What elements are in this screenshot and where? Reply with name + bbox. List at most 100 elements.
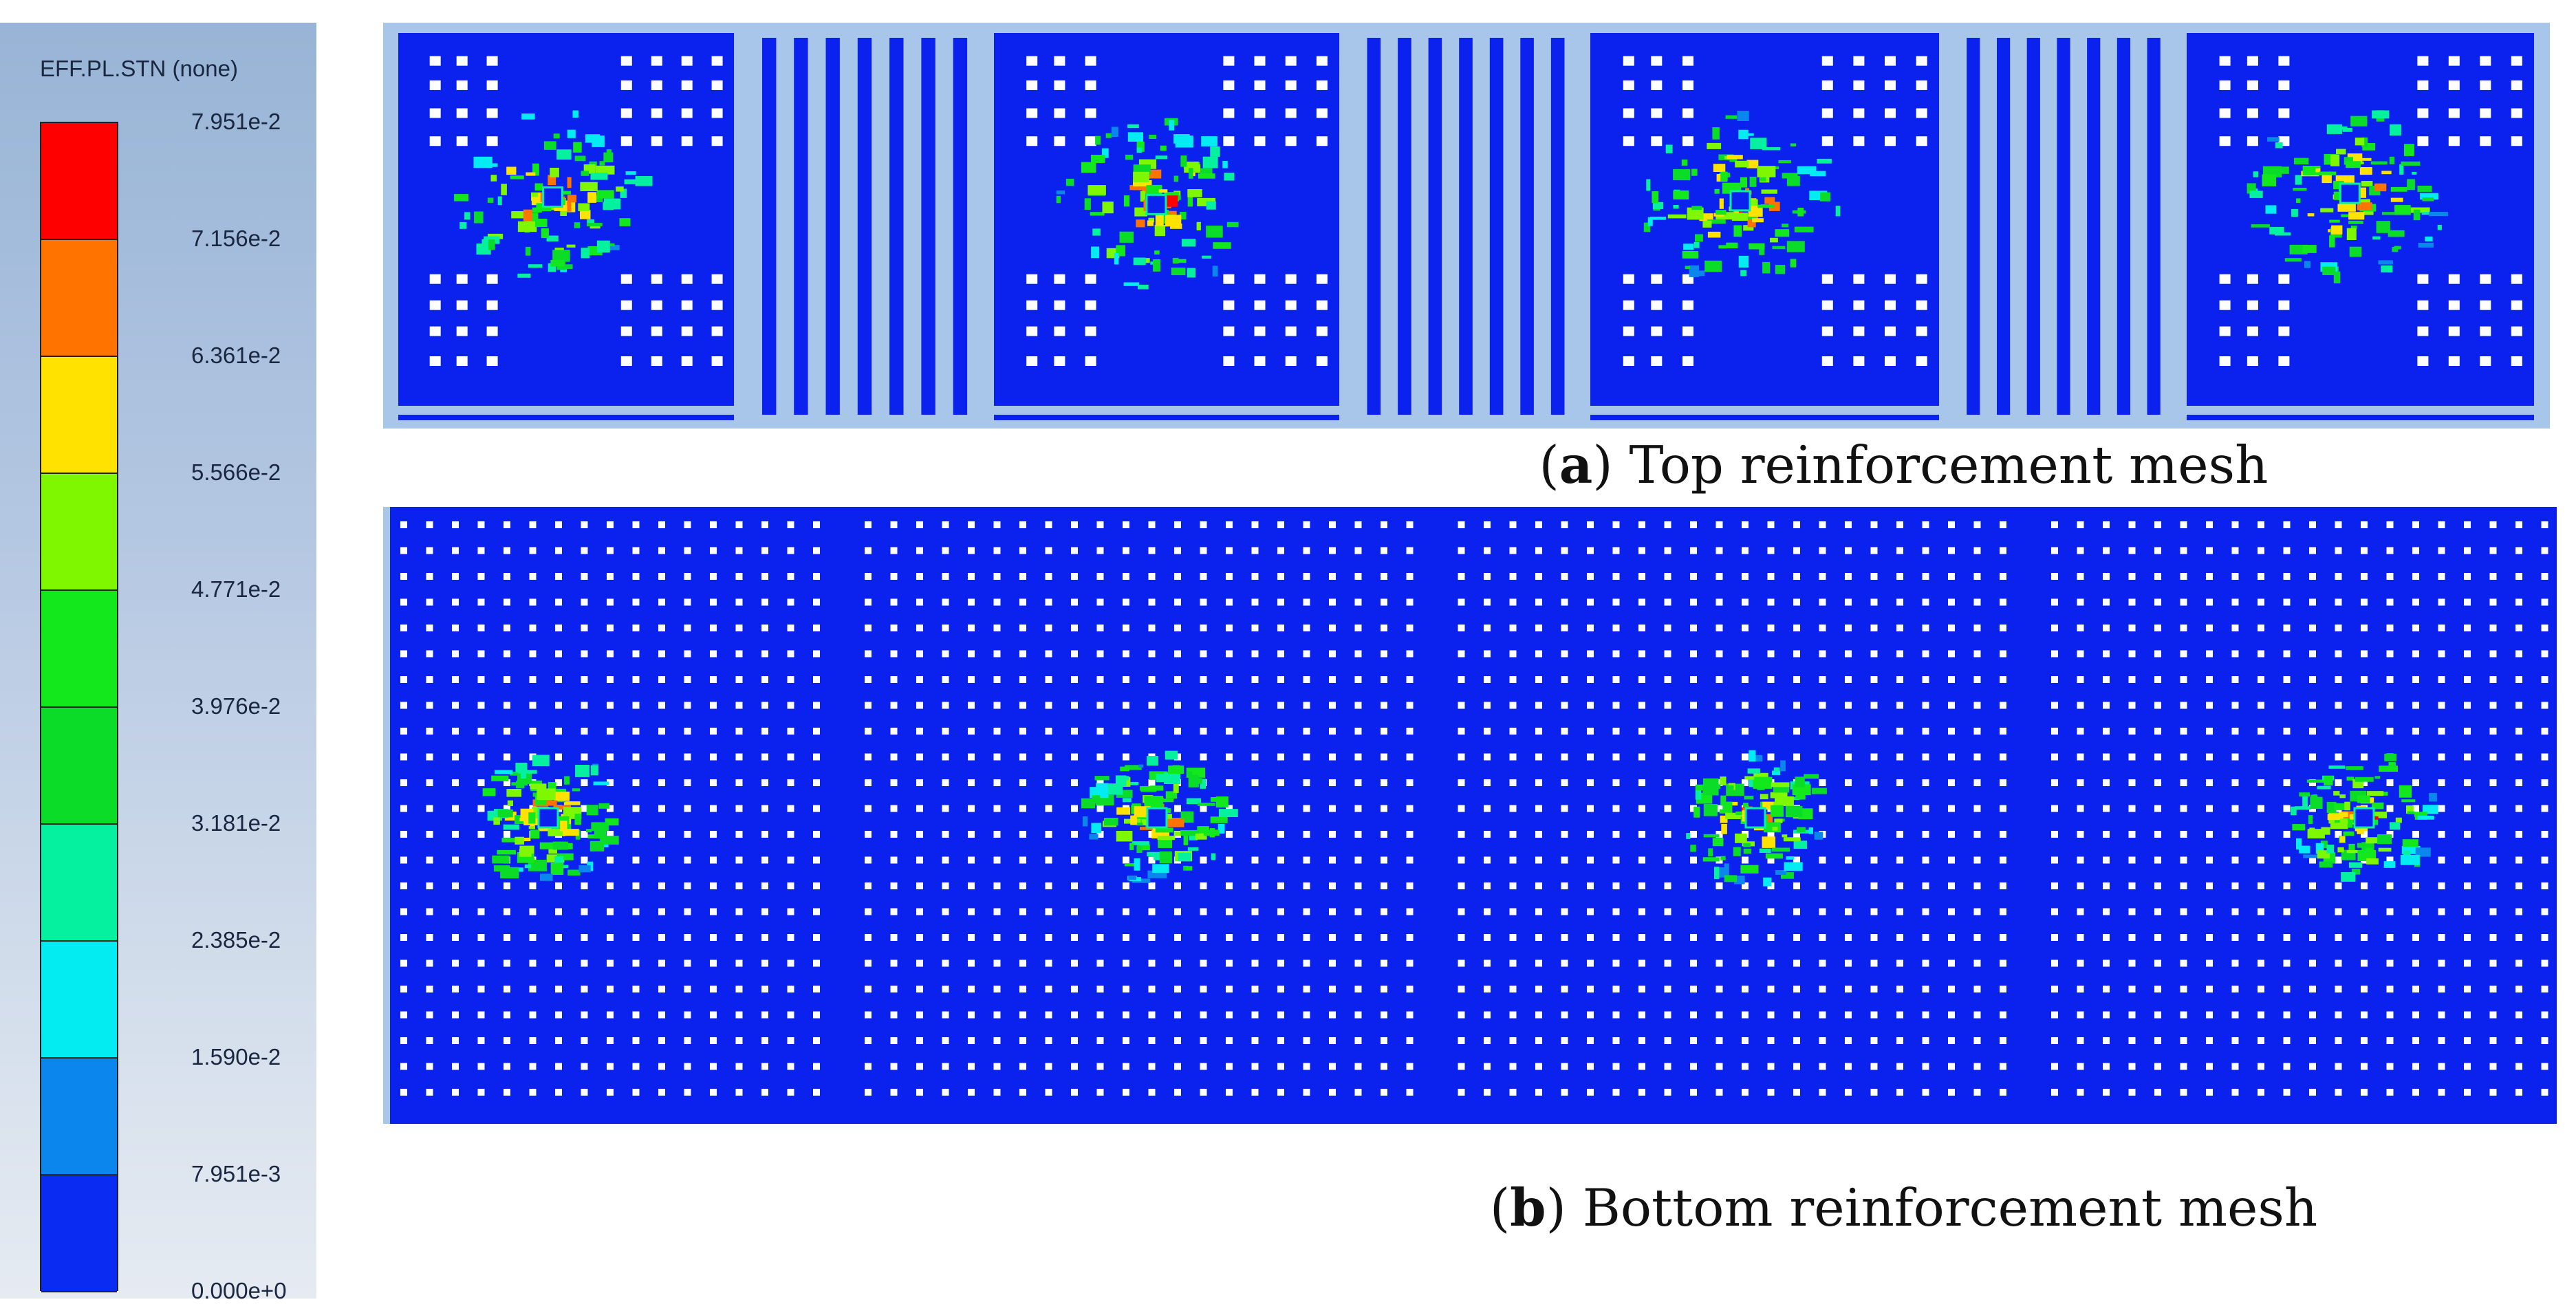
- rebar-node: [1690, 702, 1697, 709]
- rebar-node: [1329, 959, 1336, 967]
- strain-element: [487, 197, 494, 203]
- rebar-node: [2258, 1011, 2264, 1019]
- rebar-node: [2258, 650, 2264, 658]
- strain-element: [590, 765, 598, 776]
- rebar-node: [1096, 908, 1104, 915]
- rebar-node: [2051, 986, 2058, 992]
- strain-element: [574, 222, 581, 228]
- rebar-node: [504, 1089, 510, 1096]
- rebar-node: [684, 676, 691, 683]
- rebar-node: [1509, 573, 1517, 580]
- strain-element: [2370, 161, 2388, 165]
- rebar-node: [2489, 728, 2497, 735]
- rebar-node: [735, 986, 743, 992]
- strain-element: [1087, 185, 1106, 195]
- rebar-node: [1715, 753, 1723, 761]
- strain-element: [1707, 142, 1722, 149]
- rebar-opening: [486, 356, 498, 366]
- strain-element: [1116, 807, 1131, 815]
- strain-element: [1133, 257, 1146, 265]
- rebar-node: [1715, 908, 1723, 915]
- rebar-node: [2154, 908, 2161, 915]
- rebar-node: [658, 625, 665, 631]
- rebar-node: [890, 856, 898, 864]
- rebar-node: [968, 598, 975, 606]
- rebar-node: [1845, 805, 1852, 812]
- rebar-opening: [2247, 274, 2258, 284]
- rebar-node: [1406, 753, 1414, 761]
- rebar-node: [2206, 702, 2213, 709]
- rebar-node: [2438, 625, 2445, 631]
- rebar-node: [1329, 547, 1336, 554]
- strain-element: [2352, 869, 2361, 875]
- rebar-node: [1561, 986, 1568, 992]
- rebar-node: [477, 728, 485, 735]
- rebar-node: [1484, 676, 1491, 683]
- rebar-node: [2103, 908, 2110, 915]
- rebar-node: [477, 882, 485, 889]
- rebar-node: [968, 831, 975, 838]
- rebar-node: [2283, 573, 2291, 580]
- rebar-node: [2000, 1089, 2006, 1096]
- strain-element: [1733, 847, 1741, 856]
- strain-element: [1790, 143, 1796, 147]
- rebar-node: [1638, 625, 1645, 631]
- rebar-node: [2154, 598, 2161, 606]
- rebar-node: [1484, 986, 1491, 992]
- rebar-node: [658, 598, 665, 606]
- rebar-node: [1458, 959, 1465, 967]
- strain-element: [2357, 161, 2364, 164]
- rebar-node: [607, 1037, 614, 1044]
- rebar-node: [529, 986, 537, 992]
- rebar-node: [890, 676, 898, 683]
- rebar-node: [1277, 882, 1284, 889]
- rebar-node: [2000, 986, 2006, 992]
- strip-bar: [2057, 38, 2070, 415]
- strain-element: [1778, 160, 1791, 164]
- rebar-node: [1071, 882, 1078, 889]
- rebar-node: [1742, 908, 1749, 915]
- strain-element: [1782, 173, 1798, 179]
- rebar-node: [2077, 625, 2084, 631]
- rebar-node: [1303, 779, 1310, 786]
- rebar-node: [1742, 625, 1749, 631]
- strain-element: [567, 854, 573, 860]
- rebar-opening: [2219, 56, 2231, 66]
- rebar-node: [1922, 856, 1929, 864]
- strain-element: [2341, 872, 2356, 882]
- rebar-node: [477, 805, 485, 812]
- rebar-node: [1767, 831, 1775, 838]
- rebar-node: [1226, 908, 1233, 915]
- rebar-node: [452, 650, 459, 658]
- strain-element: [2357, 829, 2364, 834]
- rebar-node: [2051, 934, 2058, 941]
- strain-element: [581, 171, 589, 176]
- strain-element: [2390, 822, 2401, 830]
- rebar-opening: [1285, 326, 1297, 336]
- rebar-opening: [2247, 326, 2258, 336]
- rebar-node: [1484, 779, 1491, 786]
- rebar-node: [865, 882, 872, 889]
- rebar-node: [1509, 625, 1517, 631]
- rebar-node: [942, 625, 949, 631]
- strain-element: [1201, 136, 1217, 147]
- rebar-node: [2128, 986, 2136, 992]
- rebar-node: [1200, 573, 1207, 580]
- rebar-node: [1484, 1011, 1491, 1019]
- rebar-node: [1819, 805, 1826, 812]
- rebar-node: [2103, 959, 2110, 967]
- rebar-node: [1484, 753, 1491, 761]
- strain-element: [1173, 783, 1179, 794]
- rebar-node: [1819, 1063, 1826, 1070]
- rebar-opening: [1285, 80, 1297, 90]
- rebar-node: [1948, 805, 1955, 812]
- rebar-node: [1071, 908, 1078, 915]
- rebar-node: [1535, 573, 1542, 580]
- rebar-node: [2180, 650, 2187, 658]
- strain-element: [2339, 818, 2348, 824]
- rebar-opening: [456, 80, 468, 90]
- rebar-opening: [1026, 108, 1038, 118]
- rebar-node: [555, 702, 562, 709]
- rebar-node: [2438, 856, 2445, 864]
- rebar-node: [1251, 547, 1259, 554]
